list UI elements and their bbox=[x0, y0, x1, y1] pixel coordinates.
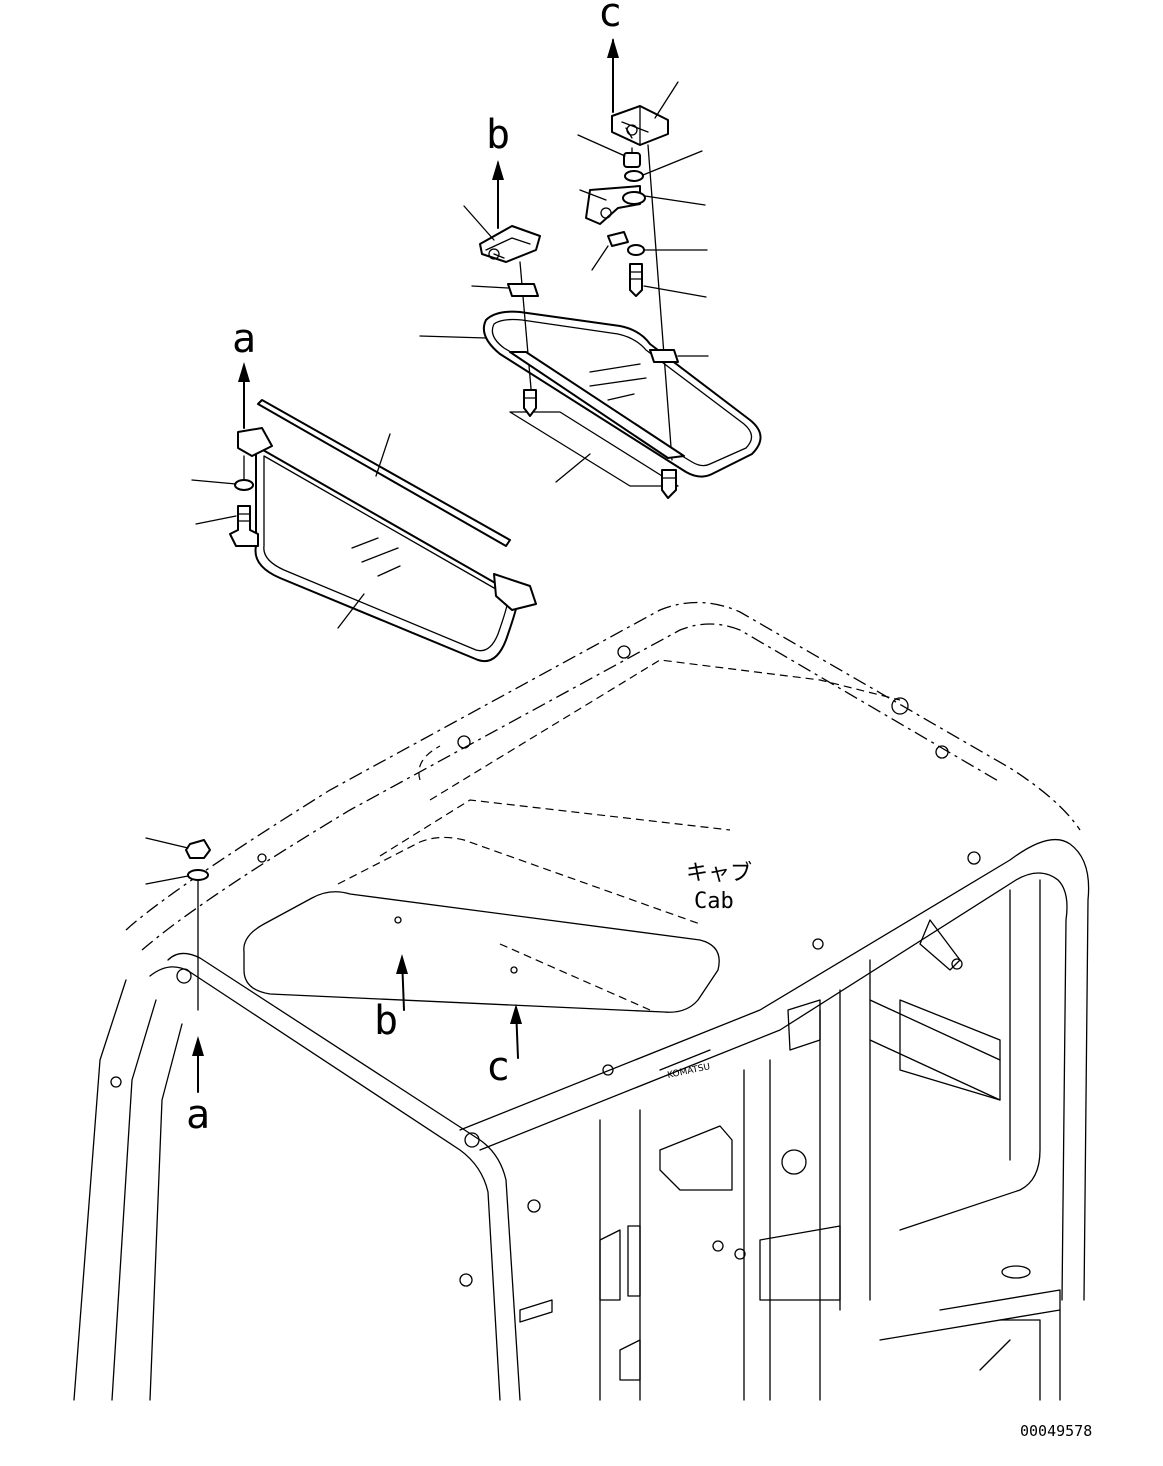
callout-c-top: c bbox=[598, 0, 622, 113]
callout-a-top: a bbox=[232, 316, 256, 429]
left-window-assembly bbox=[191, 399, 537, 662]
cab-label: キャブ Cab bbox=[686, 861, 752, 914]
cab-label-japanese: キャブ bbox=[686, 861, 752, 886]
callout-b-top: b bbox=[486, 112, 510, 229]
right-hardware-stack bbox=[577, 134, 708, 461]
callout-b-bottom-label: b bbox=[374, 998, 398, 1044]
callout-b-bottom: b bbox=[374, 954, 408, 1044]
sun-visor-mount-plate bbox=[509, 389, 679, 499]
hinge-bracket-middle bbox=[463, 205, 541, 401]
callout-a-top-label: a bbox=[232, 316, 256, 362]
drawing-number: 00049578 bbox=[1020, 1422, 1092, 1440]
callout-c-bottom: c bbox=[486, 1004, 522, 1090]
cab-body: KOMATSU bbox=[73, 601, 1090, 1401]
callout-a-bottom: a bbox=[186, 1036, 210, 1138]
cab-label-english: Cab bbox=[694, 889, 734, 914]
sun-visor-panel bbox=[419, 310, 762, 478]
hinge-bracket-right bbox=[611, 81, 679, 146]
callout-b-top-label: b bbox=[486, 112, 510, 158]
callout-a-bottom-label: a bbox=[186, 1092, 210, 1138]
callout-c-bottom-label: c bbox=[486, 1044, 510, 1090]
corner-nut-washer bbox=[145, 837, 211, 1011]
callout-c-top-label: c bbox=[598, 0, 622, 36]
